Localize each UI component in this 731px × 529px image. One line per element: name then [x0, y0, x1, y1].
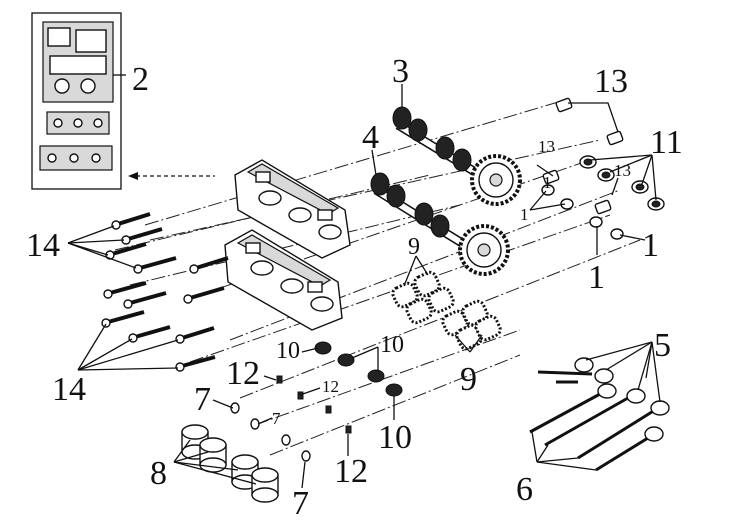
valve-spring	[391, 281, 419, 309]
bolt	[121, 227, 163, 245]
callout-9-lower: 9	[460, 361, 477, 398]
valve	[595, 426, 664, 472]
bolt	[133, 256, 177, 274]
valve-spring	[474, 314, 502, 342]
callout-1-lower: 1	[588, 259, 605, 296]
leader-lines	[67, 84, 661, 489]
oil-seals	[579, 155, 665, 211]
camshaft-carrier-lower	[224, 229, 343, 331]
bolt	[189, 256, 229, 274]
callout-9-upper: 9	[408, 234, 420, 260]
callout-13-right: 13	[614, 161, 631, 180]
cam-sprocket-upper	[470, 154, 522, 206]
inset-cylinder-head-box: 2	[31, 12, 149, 190]
callout-8: 8	[150, 455, 167, 492]
valve	[556, 357, 594, 384]
tappet	[199, 437, 227, 473]
valve-spring	[455, 323, 483, 351]
callout-1-left: 1	[520, 205, 529, 224]
camshaft-lower	[370, 172, 510, 276]
callout-12-mid: 12	[322, 377, 339, 396]
callout-13-small: 13	[538, 137, 555, 156]
bolt	[105, 242, 147, 260]
callout-12-bottom: 12	[334, 453, 368, 490]
callout-10-left: 10	[276, 338, 300, 364]
valve	[529, 383, 617, 434]
callout-2: 2	[132, 61, 149, 98]
callout-14-upper: 14	[26, 227, 60, 264]
valve-cotters	[276, 375, 352, 434]
callout-13-top: 13	[594, 63, 628, 100]
valve-spring	[413, 270, 441, 298]
callout-4: 4	[362, 119, 379, 156]
valves	[529, 357, 670, 472]
valve-spring	[405, 297, 433, 325]
bolt	[128, 325, 171, 343]
valve-spring	[427, 286, 455, 314]
callout-7-mid: 7	[272, 409, 281, 428]
valve-springs	[391, 270, 502, 351]
callout-5: 5	[654, 327, 671, 364]
callouts: 3 4 13 13 13 11 1 1 1 1 9 9 14 14 10 10 …	[26, 53, 683, 522]
valve-stem-seals	[230, 402, 311, 462]
callout-12-left: 12	[226, 355, 260, 392]
bolt	[175, 326, 215, 344]
valve	[537, 368, 614, 384]
spring-retainers	[314, 341, 403, 397]
callout-3: 3	[392, 53, 409, 90]
bolt	[101, 310, 145, 328]
bolt	[175, 355, 216, 372]
callout-1-mid: 1	[543, 173, 552, 192]
bolt	[123, 291, 167, 309]
inset-reference-arrow	[128, 172, 215, 180]
callout-7-left: 7	[194, 381, 211, 418]
dowel-pins	[542, 97, 624, 215]
valve-tappets	[181, 424, 279, 503]
bolt	[103, 281, 147, 299]
callout-14-lower: 14	[52, 371, 86, 408]
callout-6: 6	[516, 471, 533, 508]
callout-1-right: 1	[642, 227, 659, 264]
bearing-rings	[541, 184, 624, 240]
tappet	[251, 467, 279, 503]
bolt	[183, 286, 225, 304]
callout-10-bottom: 10	[378, 419, 412, 456]
carrier-bolts	[101, 212, 229, 372]
inset-cylinder-head-image	[39, 21, 114, 171]
callout-10-right: 10	[380, 332, 404, 358]
camshaft-carrier-upper	[234, 159, 351, 259]
valve	[544, 388, 646, 447]
camshaft-upper	[392, 106, 522, 206]
bolt	[111, 212, 151, 230]
callout-7-bottom: 7	[292, 485, 309, 522]
callout-11: 11	[650, 124, 683, 161]
cam-sprocket-lower	[458, 224, 510, 276]
